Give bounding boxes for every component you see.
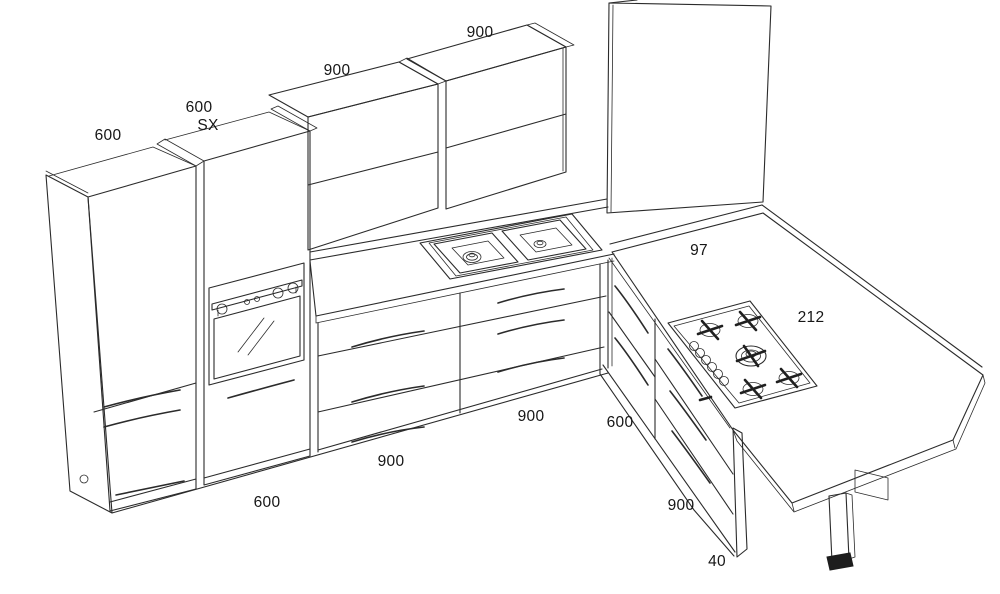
drawer-handle: [497, 357, 565, 373]
burner-wok: [735, 344, 767, 368]
end-panel: [732, 427, 748, 558]
dim-wall-cabinet-1-width: 900: [323, 62, 351, 79]
wall-cabinet-1: [268, 61, 439, 251]
base-cabinets-main: [111, 263, 609, 514]
drawer-handle: [497, 288, 565, 304]
leg-foot: [826, 552, 854, 571]
adjustable-foot: [79, 474, 89, 484]
divider-fin: [156, 138, 205, 167]
dim-corner-unit-width: 600: [606, 414, 634, 431]
dim-panel-thickness: 40: [708, 553, 726, 570]
countertop-main: [309, 253, 615, 324]
door-handle: [115, 480, 185, 496]
dim-tall-unit-left-width: 600: [94, 127, 122, 144]
dim-peninsula-unit-width: 900: [667, 497, 695, 514]
oven-knob: [244, 299, 250, 305]
drawer-handle: [667, 348, 703, 397]
oven-handle: [211, 279, 303, 311]
burner: [775, 367, 803, 389]
drawer-handle: [671, 430, 711, 484]
oven-knob: [216, 303, 228, 315]
drawer-handle: [351, 426, 425, 443]
tall-cabinet-oven: [164, 105, 318, 486]
oven-knob: [287, 282, 299, 294]
dim-wall-cabinet-2-width: 900: [466, 24, 494, 41]
side-panel: [45, 174, 113, 514]
drawer-handle: [669, 390, 707, 441]
hob-logo-mark: [698, 395, 713, 402]
peninsula-cabinets: [599, 257, 748, 558]
drawer-handle: [614, 337, 649, 386]
oven: [208, 262, 305, 386]
double-bowl-sink: [419, 213, 603, 280]
door-handle: [103, 409, 181, 428]
drawer-handle: [351, 330, 425, 348]
burner: [696, 319, 724, 341]
dim-tall-unit-depth: 600: [253, 494, 281, 511]
sink-drain-right: [533, 239, 547, 248]
drawer-handle: [351, 385, 425, 403]
oven-knob: [272, 287, 284, 299]
drawer-handle: [497, 319, 565, 335]
gas-hob: [667, 300, 818, 409]
dim-oven-unit-hinge: SX: [197, 117, 219, 134]
dim-oven-unit-width: 600: [185, 99, 213, 116]
wall-cabinet-divider-fin: [398, 57, 447, 85]
leg-bracket: [854, 469, 889, 501]
tall-cabinet-left: [45, 146, 197, 514]
drawer-handle: [227, 379, 295, 399]
drawer-handle: [614, 285, 649, 334]
burner: [739, 378, 767, 400]
wall-cabinet-2: [406, 22, 575, 210]
sink-drain-left: [462, 251, 482, 263]
dim-base-cabinet-2-width: 900: [517, 408, 545, 425]
burner: [734, 310, 762, 332]
dim-base-cabinet-1-width: 900: [377, 453, 405, 470]
table-leg: [826, 469, 889, 571]
dim-backsplash-height: 97: [690, 242, 708, 259]
door-handle: [103, 389, 181, 408]
backsplash: [309, 198, 983, 368]
wall-corner-panel: [606, 0, 772, 214]
dim-hob-wall-distance: 212: [797, 309, 825, 326]
oven-glass: [213, 295, 301, 380]
hob-knobs: [689, 341, 729, 386]
